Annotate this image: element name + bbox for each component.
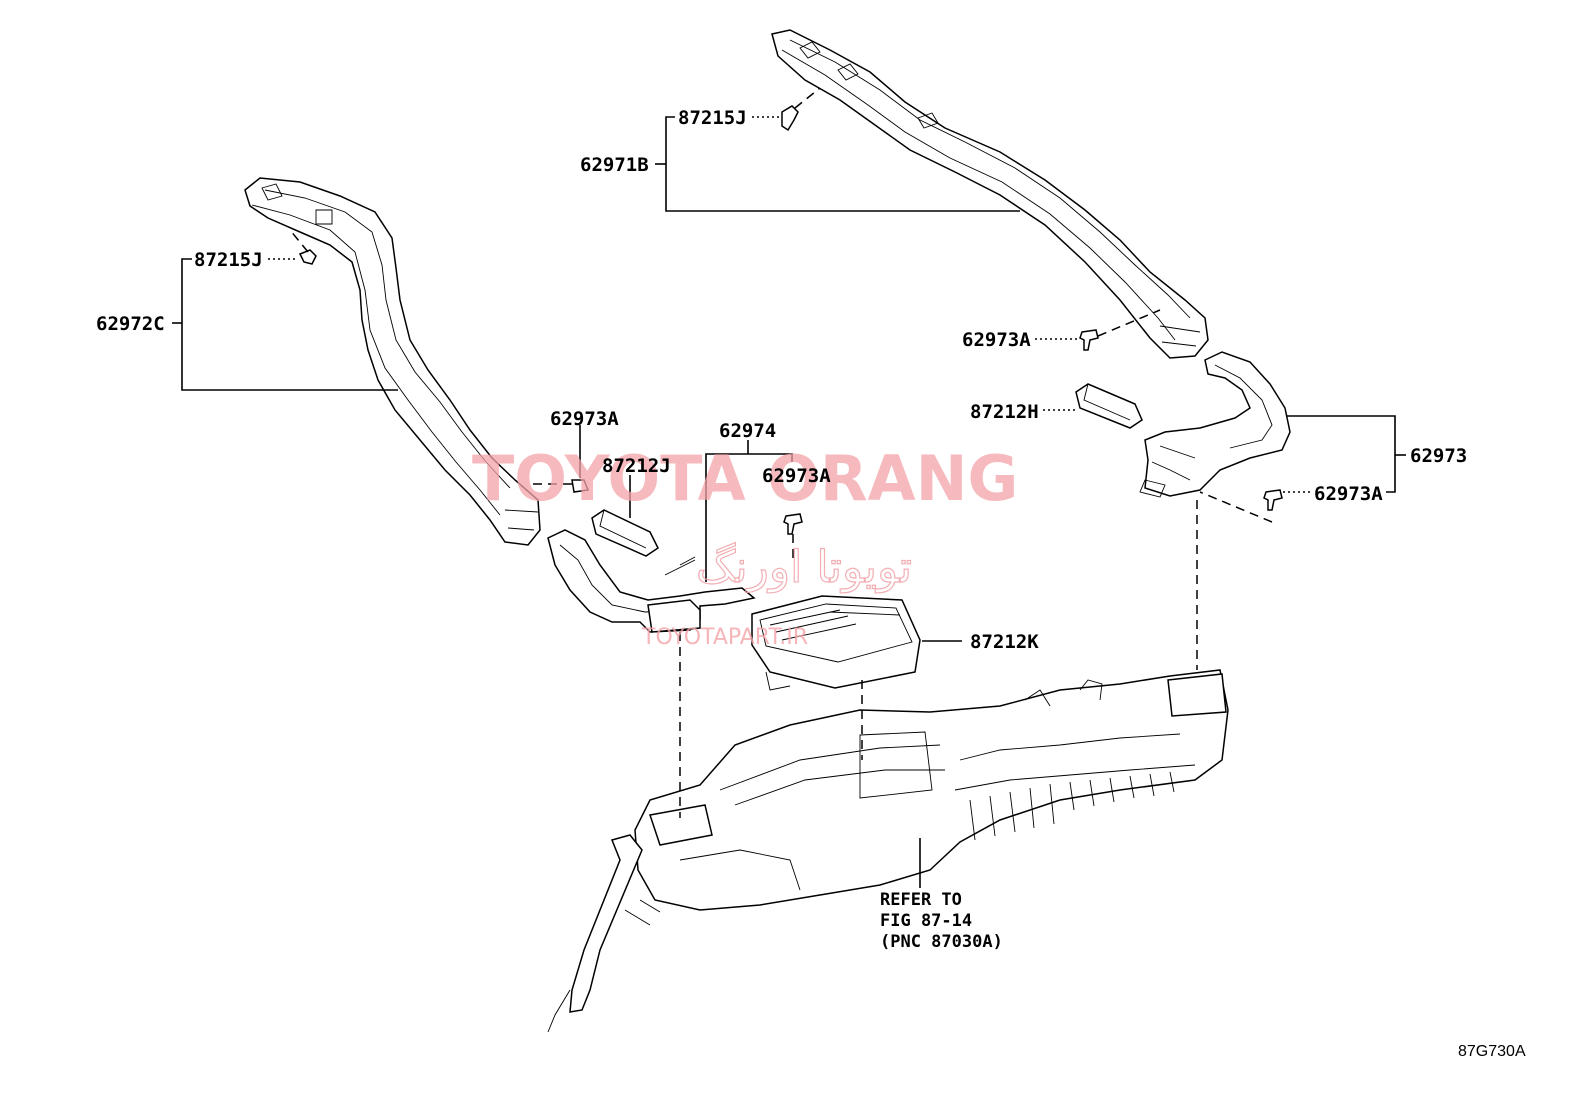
filter-87212k-drawing: [751, 595, 921, 691]
filter-87212j-drawing: [591, 509, 659, 557]
label-87212h: 87212H: [970, 401, 1039, 423]
refer-note-line2: FIG 87-14: [880, 911, 972, 931]
label-62973a-right-top: 62973A: [962, 329, 1031, 351]
label-87215j-top: 87215J: [678, 107, 747, 129]
duct-62974-drawing: [547, 529, 756, 633]
fasteners: [298, 105, 1283, 535]
clip-87215j-left-drawing: [298, 249, 317, 265]
watermark-url: TOYOTAPART.IR: [641, 625, 808, 650]
clip-62973a-rt-drawing: [1079, 329, 1099, 351]
label-62974: 62974: [719, 420, 776, 442]
duct-62972c-drawing: [244, 177, 541, 546]
hvac-unit-drawing: [547, 669, 1229, 1033]
refer-note-line1: REFER TO: [880, 890, 962, 910]
label-62973a-right-bottom: 62973A: [1314, 483, 1383, 505]
label-87215j-left: 87215J: [194, 249, 263, 271]
clip-87215j-top-drawing: [781, 105, 799, 132]
label-62972c: 62972C: [96, 313, 165, 335]
label-87212j: 87212J: [602, 455, 671, 477]
label-62973a-middle: 62973A: [550, 408, 619, 430]
watermark: TOYOTA ORANG تویوتا اورنگ TOYOTAPART.IR: [472, 442, 1018, 650]
label-62973: 62973: [1410, 445, 1467, 467]
leader-lines: [172, 87, 1406, 888]
part-labels: 87215J 62971B 87215J 62972C 62973A 87212…: [96, 107, 1526, 1060]
label-62973a-center: 62973A: [762, 465, 831, 487]
diagram-code: 87G730A: [1458, 1043, 1526, 1060]
clip-62973a-mid-drawing: [571, 479, 590, 493]
clip-62973a-center-drawing: [783, 513, 803, 535]
filter-87212h-drawing: [1075, 383, 1143, 429]
watermark-persian: تویوتا اورنگ: [696, 542, 912, 593]
duct-62971b-drawing: [771, 29, 1209, 359]
label-87212k: 87212K: [970, 631, 1039, 653]
label-62971b: 62971B: [580, 154, 649, 176]
watermark-brand: TOYOTA ORANG: [472, 442, 1018, 515]
refer-note-line3: (PNC 87030A): [880, 932, 1003, 952]
clip-62973a-rb-drawing: [1263, 489, 1283, 511]
duct-62973-drawing: [1139, 351, 1291, 498]
